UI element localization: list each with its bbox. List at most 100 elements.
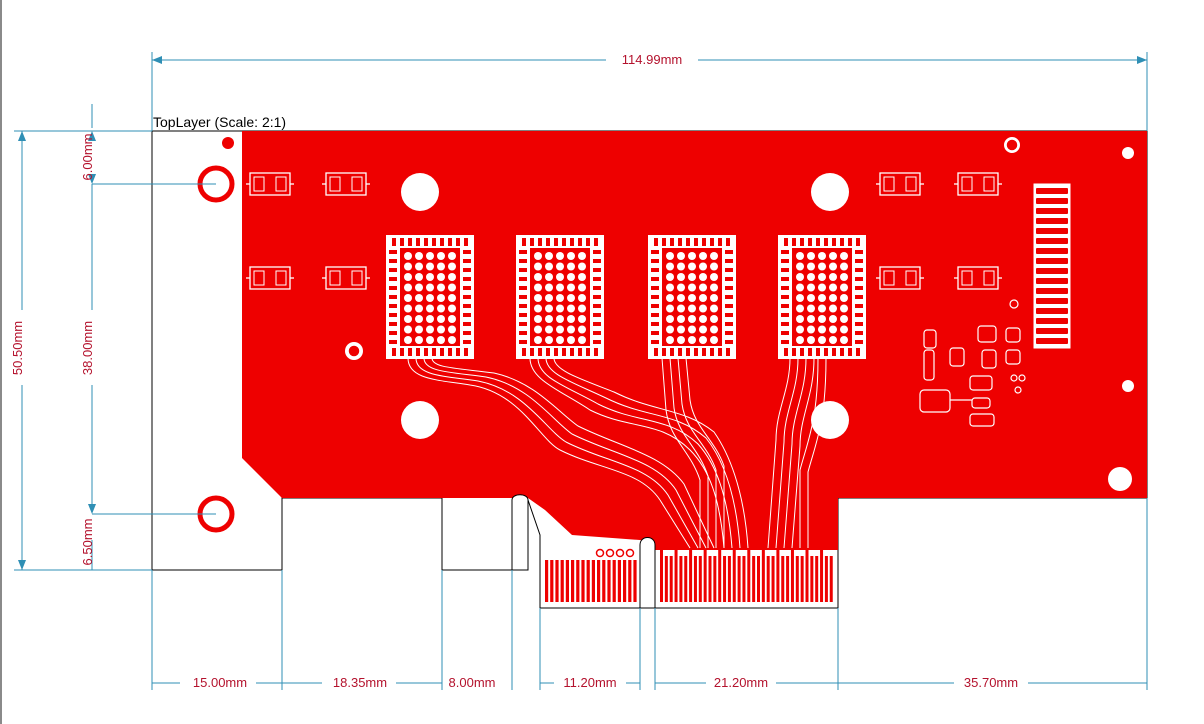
passive-components [919,299,1026,427]
connector-finger [581,560,585,602]
dim-total-height-label: 50.50mm [10,321,25,375]
smd-footprint [954,266,1002,290]
connector-finger [795,556,799,602]
smd-footprint [322,172,370,196]
bga-footprint [648,235,736,359]
connector-finger [571,560,575,602]
dim-total-width-label: 114.99mm [622,52,682,67]
dimension-inner-heights: 6.00mm 38.00mm 6.50mm [80,104,216,570]
connector-finger [693,556,697,602]
dimension-total-height: 50.50mm [10,130,152,571]
ladder-rung [1036,268,1068,274]
ladder-rung [1036,238,1068,244]
connector-finger [810,556,814,602]
ladder-rung [1036,218,1068,224]
connector-finger [633,560,637,602]
connector-finger [555,560,559,602]
connector-finger [815,556,819,602]
connector-finger [723,556,727,602]
connector-finger [771,556,775,602]
mounting-holes [401,173,849,439]
connector-finger [664,556,668,602]
connector-finger [820,550,824,602]
connector-finger [752,556,756,602]
connector-finger [660,550,663,602]
smd-footprint [876,266,924,290]
connector-slot [511,494,529,571]
smd-footprint [322,266,370,290]
ladder-rung [1036,248,1068,254]
layer-label: TopLayer (Scale: 2:1) [153,114,286,130]
dim-bottom-offset-label: 6.50mm [80,519,95,566]
dim-seg-2-label: 18.35mm [333,675,387,690]
dim-seg-5-label: 21.20mm [714,675,768,690]
connector-finger [790,550,794,602]
connector-finger [669,556,673,602]
connector-finger [718,550,722,602]
connector-finger [747,550,751,602]
connector-finger [545,560,549,602]
smd-footprint [954,172,1002,196]
bga-footprint [778,235,866,359]
connector-finger [623,560,627,602]
bracket-holes [197,137,235,533]
ladder-rung [1036,258,1068,264]
ladder-rung [1036,338,1068,344]
connector-finger [689,550,693,602]
connector-finger [591,560,595,602]
connector-finger [781,556,785,602]
connector-finger [550,560,554,602]
connector-finger [565,560,569,602]
ladder-rung [1036,188,1068,194]
ladder-rung [1036,278,1068,284]
connector-finger [703,550,707,602]
connector-finger [757,556,760,602]
connector-finger [679,556,683,602]
bga-footprint [386,235,474,359]
connector-finger [727,556,731,602]
dim-inner-height-label: 38.00mm [80,321,95,375]
ladder-rung [1036,198,1068,204]
smd-footprint [246,266,294,290]
connector-finger [617,560,621,602]
dim-seg-4-label: 11.20mm [563,675,616,690]
connector-finger [824,556,828,602]
connector-finger [829,556,833,602]
ladder-rung [1036,208,1068,214]
connector-finger [576,560,580,602]
ladder-rung [1036,308,1068,314]
connector-finger [607,560,611,602]
smd-footprint [876,172,924,196]
dimension-bottom-segments: 15.00mm 18.35mm 8.00mm 11.20mm 21.20mm 3… [151,498,1148,690]
dim-seg-1-label: 15.00mm [193,675,247,690]
ladder-rung [1036,298,1068,304]
ladder-rung [1036,228,1068,234]
bga-footprint [516,235,604,359]
side-connector-ladder [1033,183,1071,349]
connector-finger [713,556,717,602]
fiducials [345,135,1134,491]
ladder-rung [1036,288,1068,294]
dimension-total-width: 114.99mm [151,52,1148,131]
dim-top-offset-label: 6.00mm [80,134,95,181]
dim-seg-6-label: 35.70mm [964,675,1018,690]
connector-finger [766,556,770,602]
connector-finger [732,550,736,602]
routed-traces [407,357,827,549]
edge-connector-fingers-long [660,550,833,602]
smd-footprints [246,172,1002,290]
connector-finger [737,556,741,602]
connector-finger [560,560,564,602]
dim-seg-3-label: 8.00mm [449,675,496,690]
connector-finger [776,550,780,602]
bga-footprints [386,235,866,359]
connector-finger [674,550,678,602]
connector-finger [786,556,790,602]
connector-finger [597,560,601,602]
connector-finger [708,556,712,602]
connector-finger [586,560,590,602]
smd-footprint [246,172,294,196]
window-left-edge [0,0,2,724]
connector-finger [698,556,702,602]
